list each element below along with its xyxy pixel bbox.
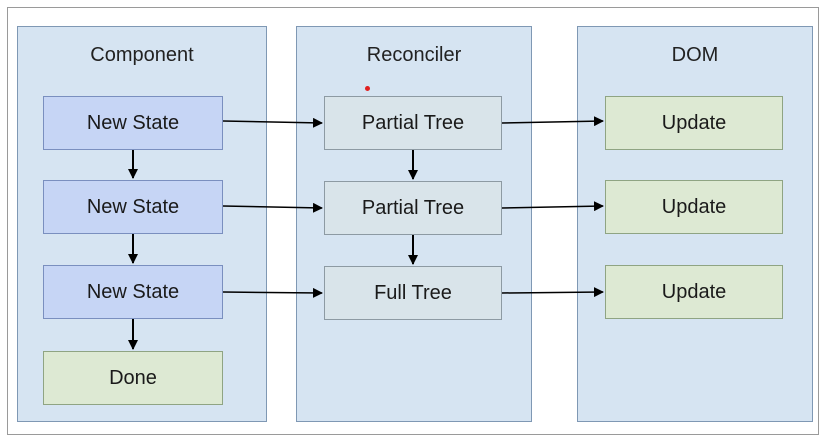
dom-update-2: Update xyxy=(605,180,783,234)
dom-update-3: Update xyxy=(605,265,783,319)
reconciler-partial-tree-1: Partial Tree xyxy=(324,96,502,150)
reconciler-column-title: Reconciler xyxy=(366,44,462,66)
reconciler-full-tree: Full Tree xyxy=(324,266,502,320)
component-new-state-2: New State xyxy=(43,180,223,234)
marker-dot xyxy=(365,86,370,91)
dom-column-title: DOM xyxy=(671,44,719,66)
reconciler-partial-tree-2: Partial Tree xyxy=(324,181,502,235)
component-done: Done xyxy=(43,351,223,405)
component-new-state-1: New State xyxy=(43,96,223,150)
dom-update-1: Update xyxy=(605,96,783,150)
component-new-state-3: New State xyxy=(43,265,223,319)
component-column-title: Component xyxy=(90,44,194,66)
